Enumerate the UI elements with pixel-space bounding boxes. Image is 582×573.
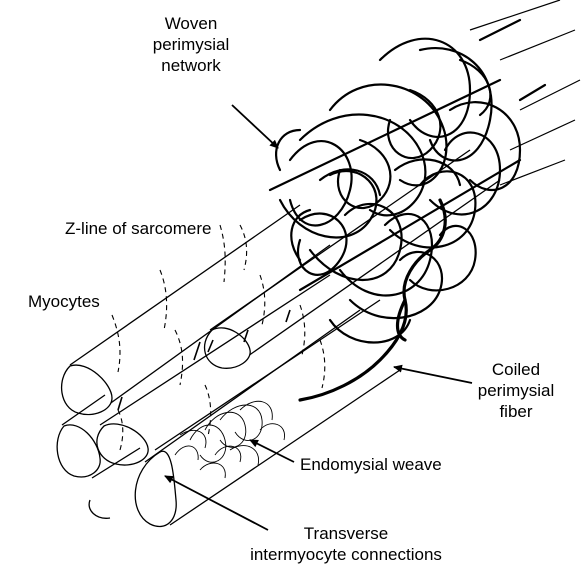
arrow-endomysial-weave — [250, 440, 294, 462]
arrow-transverse-connections — [165, 476, 268, 530]
woven-perimysial-network — [270, 20, 545, 343]
label-woven-network-line1: Woven — [126, 13, 256, 34]
myocyte-bottom — [89, 300, 400, 527]
label-endomysial-weave: Endomysial weave — [300, 454, 442, 475]
coiled-perimysial-fiber — [300, 200, 445, 400]
label-transverse-connections: Transverse intermyocyte connections — [226, 523, 466, 565]
label-coiled-fiber-line2: perimysial — [466, 380, 566, 401]
label-coiled-fiber-line1: Coiled — [466, 359, 566, 380]
myocyte-middle — [97, 275, 360, 465]
label-transverse-line1: Transverse — [226, 523, 466, 544]
label-woven-network-line3: network — [126, 55, 256, 76]
endomysial-weave — [175, 401, 285, 478]
label-coiled-fiber: Coiled perimysial fiber — [466, 359, 566, 422]
label-woven-network-line2: perimysial — [126, 34, 256, 55]
transverse-marks — [118, 310, 290, 410]
label-z-line: Z-line of sarcomere — [65, 218, 211, 239]
label-woven-network: Woven perimysial network — [126, 13, 256, 76]
arrow-coiled-fiber — [394, 367, 472, 383]
fiber-ends — [470, 0, 580, 185]
label-transverse-line2: intermyocyte connections — [226, 544, 466, 565]
arrow-woven-network — [232, 105, 278, 148]
label-coiled-fiber-line3: fiber — [466, 401, 566, 422]
label-myocytes: Myocytes — [28, 291, 100, 312]
